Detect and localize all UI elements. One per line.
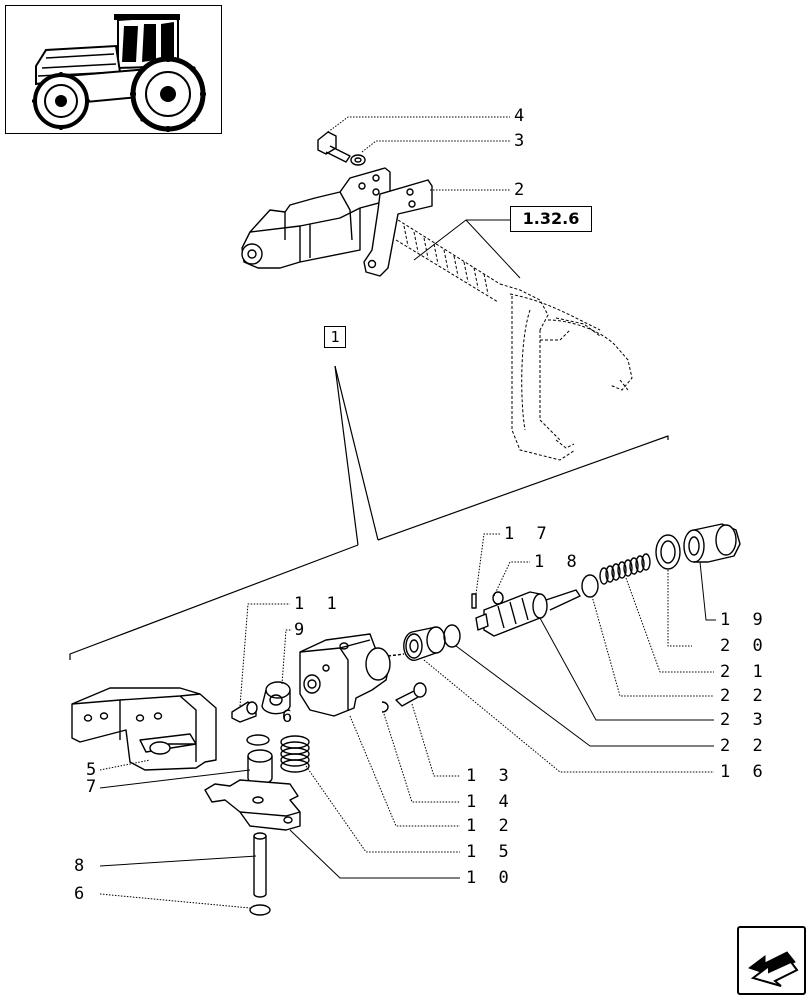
part-5-bracket (71, 687, 217, 771)
part-7-sleeve (247, 749, 273, 785)
part-16-bushing (403, 626, 446, 661)
part-9-cap (261, 681, 291, 715)
part-23-spool (475, 589, 581, 637)
callout-11: 1 1 (294, 594, 343, 614)
part-8-pin (253, 832, 267, 898)
callout-6-lower: 6 (74, 884, 91, 904)
tractor-thumbnail[interactable] (5, 5, 222, 134)
part-21-spring (599, 553, 651, 585)
part-4-bolt (317, 131, 351, 163)
callout-7: 7 (86, 777, 103, 797)
top-leaders (327, 116, 521, 279)
part-19-plug (683, 523, 741, 563)
top-housing (241, 167, 391, 269)
callout-14: 1 4 (466, 792, 515, 812)
callout-3: 3 (514, 131, 531, 151)
part-17-pin (471, 593, 477, 609)
return-button[interactable] (737, 926, 806, 995)
part-18-oring (492, 591, 504, 605)
reference-box-group[interactable]: 1 (324, 326, 346, 348)
part-6-clip-upper (246, 734, 270, 746)
callout-4: 4 (514, 106, 531, 126)
callout-9: 9 (294, 620, 311, 640)
return-arrow-icon (747, 951, 799, 987)
callout-22-lower: 2 2 (720, 736, 769, 756)
part-3-washer (350, 154, 366, 166)
part-15-spring (280, 735, 310, 773)
callout-2: 2 (514, 180, 531, 200)
callout-21: 2 1 (720, 662, 769, 682)
callout-10: 1 0 (466, 868, 515, 888)
part-22-oring-upper (581, 574, 599, 598)
callout-19: 1 9 (720, 610, 769, 630)
tractor-icon (32, 14, 206, 132)
callout-6-upper: 6 (282, 707, 299, 727)
part-2-bracket (363, 179, 433, 277)
callout-17: 1 7 (504, 524, 553, 544)
callout-15: 1 5 (466, 842, 515, 862)
part-10-lever (204, 779, 301, 831)
part-14-clip (381, 701, 389, 713)
part-6-clip-lower (249, 904, 271, 916)
callout-23: 2 3 (720, 710, 769, 730)
shift-rod-dashed (395, 219, 633, 461)
callout-12: 1 2 (466, 816, 515, 836)
callout-18: 1 8 (534, 552, 583, 572)
callout-20: 2 0 (720, 636, 769, 656)
lower-leaders (99, 533, 716, 909)
part-20-washer (655, 534, 681, 570)
part-11-plunger (231, 701, 258, 723)
part-22-oring (443, 624, 461, 648)
reference-box-page[interactable]: 1.32.6 (510, 206, 592, 232)
part-12-housing (299, 633, 405, 717)
callout-13: 1 3 (466, 766, 515, 786)
part-13-bolt (395, 682, 427, 707)
group-bracket (69, 365, 669, 660)
callout-5: 5 (86, 760, 103, 780)
callout-22-upper: 2 2 (720, 686, 769, 706)
callout-16: 1 6 (720, 762, 769, 782)
callout-8: 8 (74, 856, 91, 876)
